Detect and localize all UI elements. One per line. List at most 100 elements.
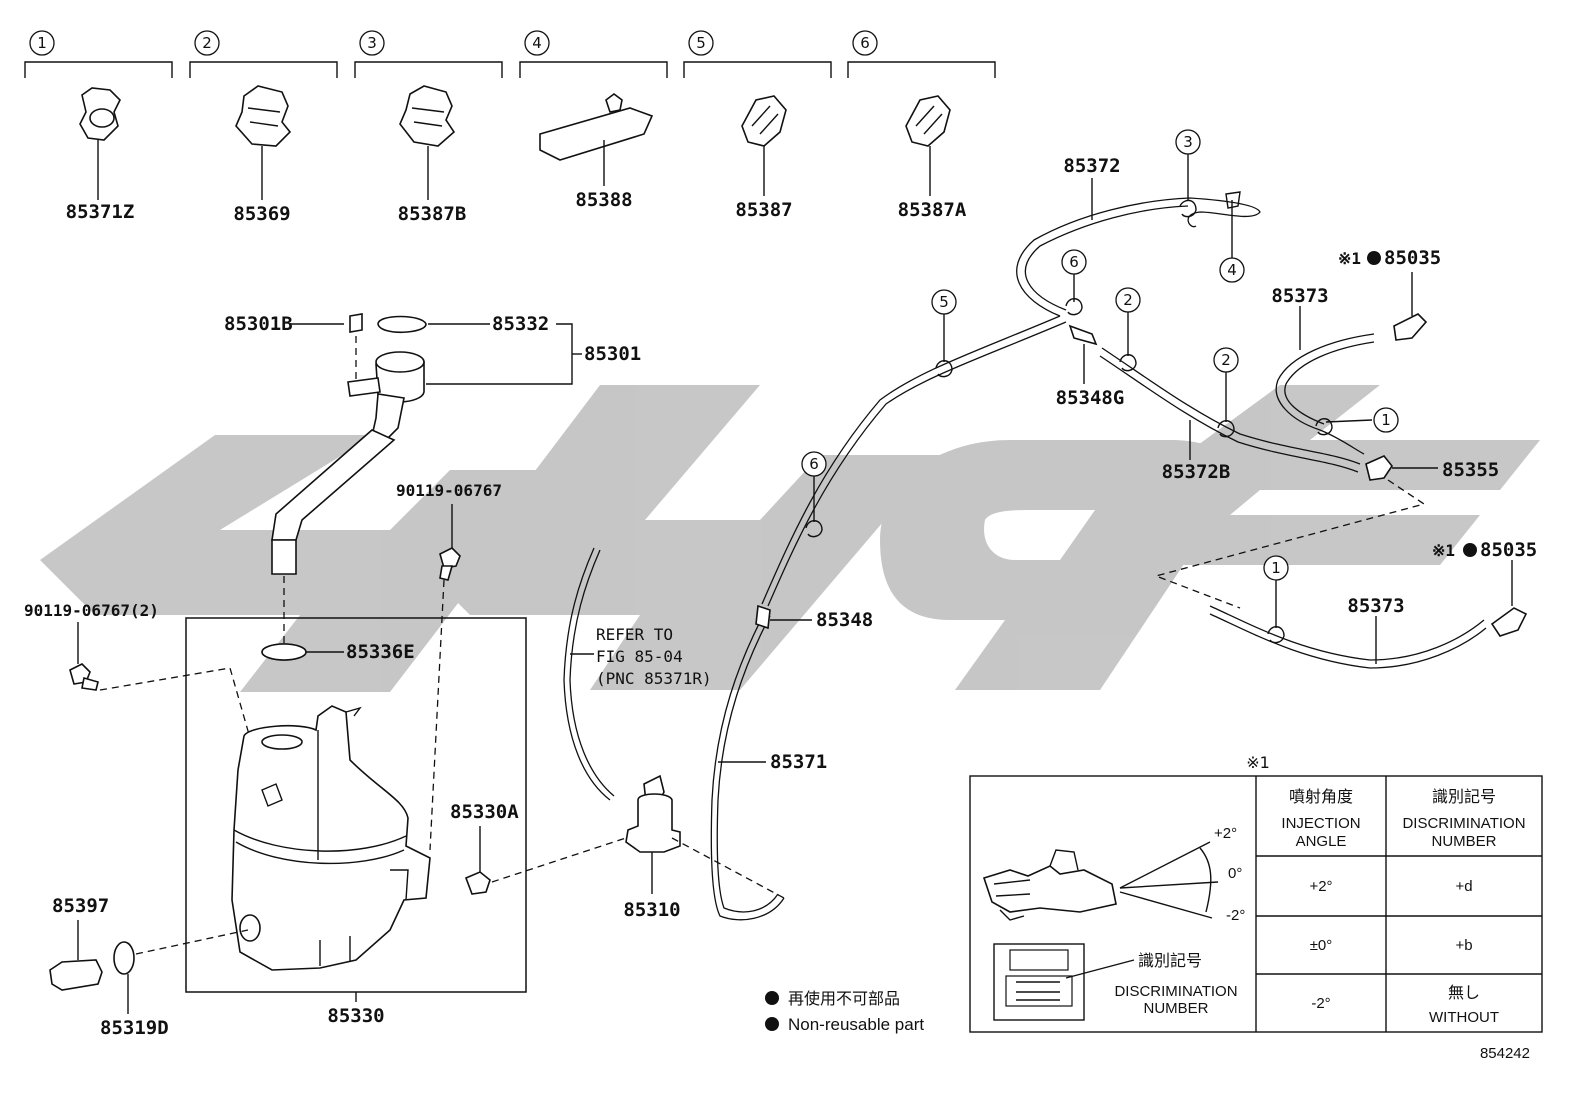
nozzle-85035-upper-drawing — [1393, 313, 1428, 341]
check-valve-line — [1153, 479, 1426, 609]
header-callout-3: 3 — [359, 30, 385, 56]
nozzle-spray-illustration: +2° 0° -2° — [982, 825, 1245, 924]
table-row1-mark: +d — [1455, 878, 1472, 895]
hose-85372B-outline-2 — [1099, 355, 1359, 473]
clip-callout-3-hose: 3 — [1175, 129, 1201, 218]
legend-text-en: Non-reusable part — [788, 1015, 924, 1034]
disc-label-en-1: DISCRIMINATION — [1114, 983, 1237, 1000]
joint-85348-drawing — [755, 604, 771, 630]
grommet-85330A-drawing — [464, 826, 491, 895]
legend-dot-jp — [765, 991, 779, 1005]
table-header-angle-en-2: ANGLE — [1296, 833, 1347, 850]
svg-text:4: 4 — [532, 34, 542, 52]
table-ref-mark: ※1 — [1246, 753, 1270, 772]
table-row1-angle: +2° — [1309, 878, 1332, 895]
table-row2-angle: ±0° — [1310, 937, 1333, 954]
svg-text:6: 6 — [1069, 253, 1079, 271]
part-number-85355: 85355 — [1442, 459, 1499, 481]
tank-85330-drawing — [231, 643, 431, 971]
clip-85387B-drawing — [399, 85, 456, 200]
nonreusable-dot-lower — [1463, 543, 1477, 557]
table-header-angle-jp: 噴射角度 — [1289, 787, 1353, 806]
part-number-85369: 85369 — [233, 203, 290, 225]
part-number-85373-lower: 85373 — [1347, 595, 1404, 617]
svg-text:4: 4 — [1227, 261, 1237, 279]
table-header-disc-jp: 識別記号 — [1432, 787, 1496, 806]
hose-upper-outline-2 — [767, 321, 1067, 607]
hose-85373-lower-outline — [1209, 605, 1485, 661]
clip-85387A-drawing — [905, 95, 951, 196]
table-header-angle-en-1: INJECTION — [1281, 815, 1360, 832]
part-number-85371: 85371 — [770, 751, 827, 773]
part-number-90119-06767-2: 90119-06767(2) — [24, 601, 159, 620]
legend: 再使用不可部品 Non-reusable part — [765, 989, 924, 1034]
nozzle-85035-lower-drawing — [1490, 607, 1528, 637]
clip-85369-drawing — [235, 85, 292, 200]
legend-dot-en — [765, 1017, 779, 1031]
level-sensor-85397-drawing — [49, 920, 103, 991]
part-number-85371Z: 85371Z — [66, 201, 135, 223]
pump-hose-line — [671, 837, 785, 899]
part-number-85348: 85348 — [816, 609, 873, 631]
hose-upper-outline — [761, 315, 1061, 605]
clip-callout-6-upper: 6 — [1061, 249, 1087, 316]
header-callout-6: 6 — [852, 30, 878, 56]
clip-callout-5: 5 — [931, 289, 957, 378]
svg-text:2: 2 — [1221, 351, 1231, 369]
legend-text-jp: 再使用不可部品 — [788, 989, 900, 1008]
table-row3-angle: -2° — [1311, 995, 1330, 1012]
ref-mark-upper: ※1 — [1338, 249, 1361, 268]
injection-angle-table: 噴射角度 INJECTION ANGLE 識別記号 DISCRIMINATION… — [969, 775, 1543, 1033]
grommet-85319D-drawing — [113, 941, 135, 1014]
refer-note-line-1: REFER TO — [596, 625, 673, 644]
check-valve-85355-drawing — [1365, 455, 1393, 481]
part-number-90119-06767: 90119-06767 — [396, 481, 502, 500]
hose-85373-upper-outline — [1275, 333, 1375, 455]
clip-85371Z-drawing — [79, 87, 121, 200]
refer-hose-outline — [563, 547, 611, 801]
svg-text:1: 1 — [1271, 559, 1281, 577]
refer-hose-outline-2 — [569, 549, 615, 797]
nonreusable-dot-upper — [1367, 251, 1381, 265]
part-number-85301B: 85301B — [224, 313, 293, 335]
clip-callout-2-upper: 2 — [1115, 287, 1141, 372]
part-number-85035-upper: 85035 — [1384, 247, 1441, 269]
svg-text:5: 5 — [696, 34, 706, 52]
svg-text:2: 2 — [1123, 291, 1133, 309]
angle-label-down: -2° — [1226, 907, 1245, 924]
table-row3-mark-en: WITHOUT — [1429, 1009, 1499, 1026]
svg-text:5: 5 — [939, 293, 949, 311]
pump-85310-drawing — [625, 774, 681, 894]
clip-85387-drawing — [741, 95, 787, 196]
clip-callout-1-right: 1 — [1315, 407, 1399, 436]
part-number-85387: 85387 — [735, 199, 792, 221]
part-number-85387A: 85387A — [898, 199, 967, 221]
ref-mark-lower: ※1 — [1432, 541, 1455, 560]
svg-text:2: 2 — [202, 34, 212, 52]
hose-85373-lower-outline-2 — [1209, 613, 1487, 669]
hose-85372B-outline — [1101, 347, 1361, 465]
refer-note-line-3: (PNC 85371R) — [596, 669, 712, 688]
part-number-85332: 85332 — [492, 313, 549, 335]
filler-inlet-drawing — [271, 313, 427, 575]
table-header-disc-en-1: DISCRIMINATION — [1402, 815, 1525, 832]
clip-85388-drawing — [539, 93, 654, 186]
hose-85373-upper-outline-2 — [1284, 341, 1375, 425]
part-number-85388: 85388 — [575, 189, 632, 211]
table-row3-mark-jp: 無し — [1448, 983, 1480, 1002]
part-number-85319D: 85319D — [100, 1017, 169, 1039]
svg-text:1: 1 — [37, 34, 47, 52]
svg-text:3: 3 — [367, 34, 377, 52]
joint-85348G-drawing — [1068, 324, 1098, 346]
refer-note-line-2: FIG 85-04 — [596, 647, 683, 666]
header-callout-5: 5 — [688, 30, 714, 56]
table-header-disc-en-2: NUMBER — [1431, 833, 1496, 850]
header-callout-1: 1 — [29, 30, 55, 56]
bolt-left-line — [99, 667, 263, 781]
part-number-85387B: 85387B — [398, 203, 467, 225]
grommet-85336E-drawing — [261, 643, 307, 661]
part-number-85301: 85301 — [584, 343, 641, 365]
watermark-logo — [40, 385, 1540, 692]
